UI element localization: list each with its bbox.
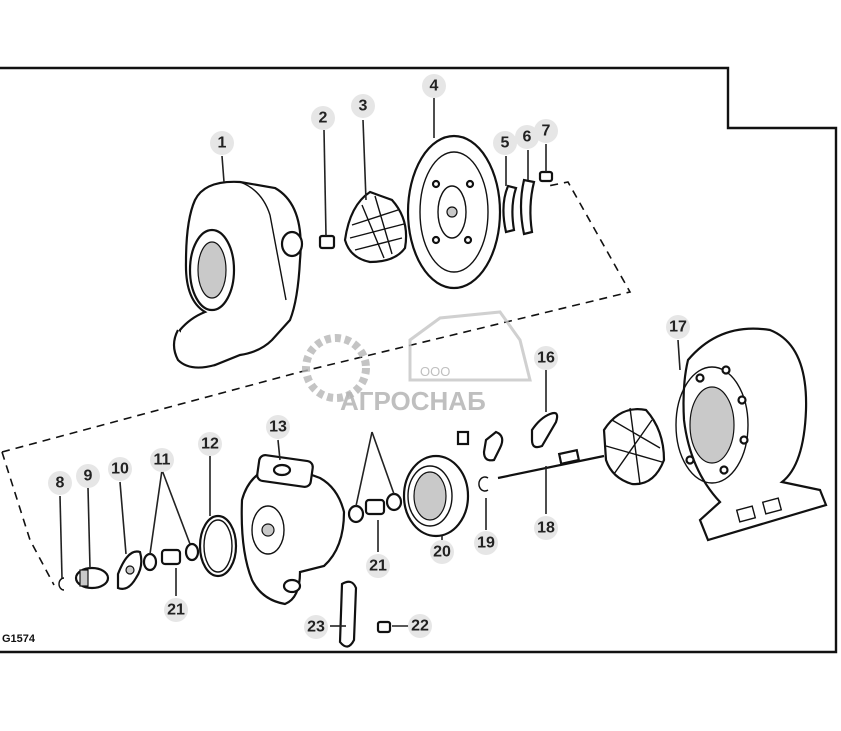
callout-bubble [493, 131, 517, 155]
callout-bubble [430, 540, 454, 564]
callout-number: 13 [269, 419, 287, 436]
callout-c5: 5 [493, 131, 517, 155]
callout-number: 21 [167, 602, 185, 619]
lock-plate-part [519, 178, 536, 236]
callout-number: 20 [433, 544, 451, 561]
callout-bubble [666, 315, 690, 339]
callout-c11: 11 [150, 448, 174, 472]
callout-bubble [266, 415, 290, 439]
callout-c21b: 21 [366, 554, 390, 578]
diagram-frame [0, 66, 838, 654]
callout-bubble [76, 464, 100, 488]
callout-c3: 3 [351, 94, 375, 118]
callout-c17: 17 [666, 315, 690, 339]
callout-c21a: 21 [164, 598, 188, 622]
callout-bubble [210, 131, 234, 155]
callout-number: 2 [319, 110, 328, 127]
figure-code: G1574 [2, 633, 36, 645]
callout-c18: 18 [534, 516, 558, 540]
callout-bubble [408, 614, 432, 638]
callout-number: 23 [307, 619, 325, 636]
callout-c23: 23 [304, 615, 328, 639]
callout-number: 21 [369, 558, 387, 575]
watermark-company-prefix: ООО [420, 364, 450, 379]
callout-bubble [366, 554, 390, 578]
center-housing-part [240, 454, 346, 606]
callout-number: 1 [218, 135, 227, 152]
callout-c20: 20 [430, 540, 454, 564]
callout-c19: 19 [474, 531, 498, 555]
callout-bubble [48, 471, 72, 495]
callout-bubble [534, 516, 558, 540]
callout-bubble [351, 94, 375, 118]
callout-bubble [534, 119, 558, 143]
callout-bubble [311, 106, 335, 130]
callout-number: 19 [477, 535, 495, 552]
callout-bubble [164, 598, 188, 622]
callout-number: 8 [56, 475, 65, 492]
locknut-part [318, 234, 336, 250]
callout-number: 18 [537, 520, 555, 537]
leader-lines [59, 98, 681, 627]
agrosnab-watermark: ООО АГРОСНАБ [302, 310, 532, 416]
callout-number: 22 [411, 618, 429, 635]
callout-bubble [534, 346, 558, 370]
callout-number: 11 [154, 452, 171, 469]
lock-strip-part [338, 580, 358, 648]
callout-c16: 16 [534, 346, 558, 370]
callout-bubble [422, 74, 446, 98]
callout-number: 10 [111, 461, 129, 478]
callout-c2: 2 [311, 106, 335, 130]
callout-c1: 1 [210, 131, 234, 155]
callout-c9: 9 [76, 464, 100, 488]
compressor-housing-part [172, 180, 304, 369]
backplate-part [406, 134, 502, 290]
gear-logo-icon [302, 334, 370, 402]
bolt-part [538, 170, 554, 183]
callout-number: 5 [501, 135, 510, 152]
callout-c13: 13 [266, 415, 290, 439]
callout-number: 4 [430, 78, 439, 95]
callout-c4: 4 [422, 74, 446, 98]
callout-bubble [515, 125, 539, 149]
retaining-ring-part [58, 577, 65, 591]
turbine-wheel-shaft-part [497, 407, 666, 486]
callout-c22: 22 [408, 614, 432, 638]
callout-number: 6 [523, 129, 532, 146]
thrust-collar-part [74, 566, 110, 590]
watermark-company-name: АГРОСНАБ [340, 386, 486, 416]
callout-c6: 6 [515, 125, 539, 149]
callout-number: 17 [669, 319, 687, 336]
o-ring-part [198, 514, 238, 578]
callout-number: 12 [201, 436, 219, 453]
journal-bearing-right-part [347, 492, 403, 524]
callout-c8: 8 [48, 471, 72, 495]
seal-rings-part [142, 542, 200, 572]
snap-ring-part [478, 476, 489, 492]
callout-bubble [150, 448, 174, 472]
compressor-wheel-part [343, 190, 408, 264]
callout-c10: 10 [108, 457, 132, 481]
journal-bearing-left-part [160, 548, 182, 566]
callout-number: 16 [537, 350, 555, 367]
callout-bubble [198, 432, 222, 456]
thrust-bearing-part [116, 550, 143, 590]
assembly-dashed-outline [1, 181, 632, 586]
callout-c7: 7 [534, 119, 558, 143]
callout-bubble [108, 457, 132, 481]
turbine-housing-part [675, 327, 828, 542]
deflector-part [456, 411, 559, 462]
heat-shield-part [402, 454, 470, 538]
callout-bubble [304, 615, 328, 639]
callout-c12: 12 [198, 432, 222, 456]
callout-number: 7 [542, 123, 551, 140]
callout-number: 9 [84, 468, 93, 485]
callout-number: 3 [359, 98, 368, 115]
combine-harvester-icon [408, 310, 532, 382]
cap-screw-part [376, 620, 392, 634]
callout-bubble [474, 531, 498, 555]
clamp-plate-part [502, 184, 518, 234]
